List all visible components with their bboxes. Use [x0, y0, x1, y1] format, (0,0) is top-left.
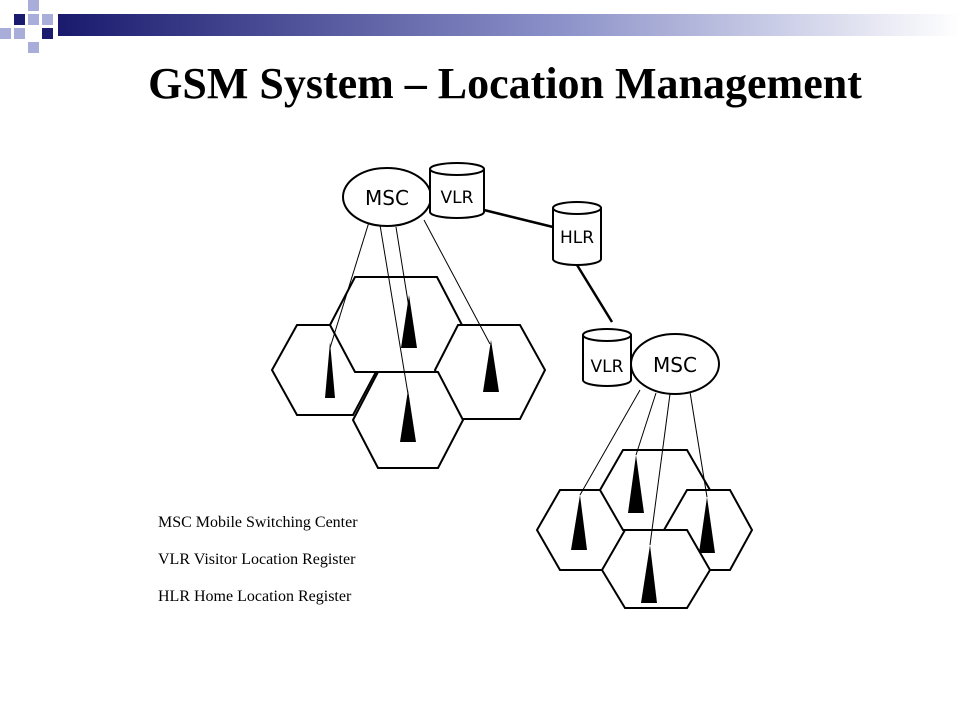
hlr-label: HLR	[560, 228, 594, 248]
header-square	[0, 28, 11, 39]
vlr-top-label: VLR	[441, 188, 474, 208]
msc-antenna-link	[379, 224, 410, 401]
antenna-icon	[641, 545, 657, 603]
header-square	[28, 0, 39, 11]
msc-antenna-link	[395, 226, 410, 309]
vlr-hlr-link	[483, 208, 554, 229]
msc-bottom-label: MSC	[653, 353, 697, 377]
cell-hexagon	[600, 529, 712, 609]
legend-term: VLR	[158, 551, 190, 568]
legend-term: HLR	[158, 588, 190, 605]
header-square	[28, 42, 39, 53]
msc-node-bottom	[630, 333, 720, 395]
header-square	[14, 14, 25, 25]
vlr-bottom-label: VLR	[591, 357, 624, 377]
legend-definition: Mobile Switching Center	[195, 514, 358, 531]
header-square	[42, 14, 53, 25]
antenna-icon	[400, 390, 416, 442]
header-square	[14, 28, 25, 39]
msc-antenna-link	[329, 221, 370, 349]
antenna-icon	[401, 295, 417, 348]
header-square	[28, 14, 39, 25]
legend-term: MSC	[158, 514, 192, 531]
msc-antenna-link	[635, 392, 657, 456]
header-square	[42, 28, 53, 39]
antenna-icon	[325, 342, 335, 398]
legend-definition: Visitor Location Register	[193, 551, 356, 568]
msc-antenna-link	[649, 393, 671, 546]
antenna-icon	[699, 497, 715, 553]
legend-item-hlr: HLR Home Location Register	[158, 588, 358, 606]
antenna-icon	[571, 495, 587, 550]
hlr-msc-link	[575, 264, 614, 323]
vlr-node-top	[429, 162, 485, 219]
header-decoration	[0, 0, 960, 53]
legend-item-msc: MSC Mobile Switching Center	[158, 514, 358, 532]
header-gradient-bar	[58, 14, 960, 36]
antenna-icon	[483, 340, 499, 392]
antenna-icon	[628, 455, 644, 513]
msc-antenna-link	[579, 389, 641, 496]
legend-definition: Home Location Register	[194, 588, 352, 605]
slide-title: GSM System – Location Management	[148, 59, 862, 108]
msc-antenna-link	[423, 219, 491, 345]
hlr-node	[552, 201, 602, 266]
legend: MSC Mobile Switching Center VLR Visitor …	[158, 514, 358, 625]
vlr-node-bottom	[582, 328, 632, 387]
msc-top-label: MSC	[365, 186, 409, 210]
legend-item-vlr: VLR Visitor Location Register	[158, 551, 358, 569]
msc-antenna-link	[689, 391, 708, 498]
